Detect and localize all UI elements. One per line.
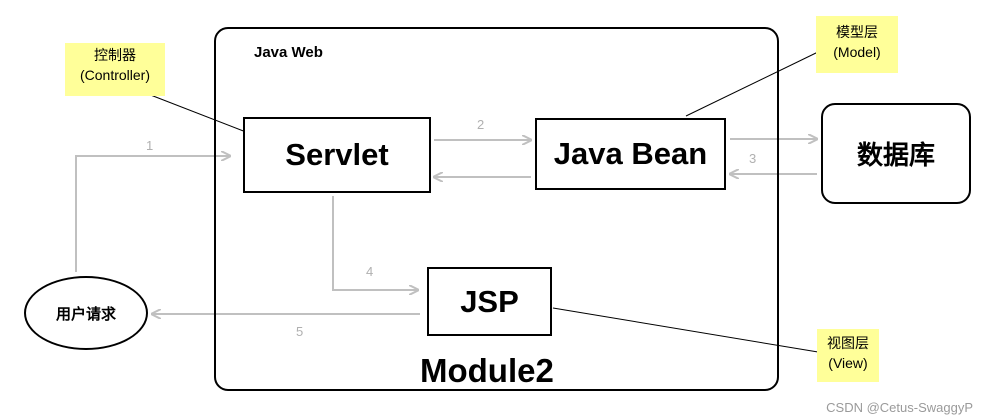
module-frame — [214, 27, 779, 391]
step-label-2: 2 — [477, 117, 485, 132]
view-note-line1: 视图层 — [827, 335, 869, 351]
view-note-line2: (View) — [828, 355, 868, 371]
jsp-label: JSP — [460, 283, 519, 319]
step-label-1: 1 — [146, 138, 154, 153]
watermark: CSDN @Cetus-SwaggyP — [826, 400, 973, 415]
view-note: 视图层 (View) — [817, 329, 879, 382]
controller-note-line2: (Controller) — [79, 67, 150, 83]
model-note-line1: 模型层 — [836, 24, 878, 40]
model-note: 模型层 (Model) — [816, 16, 898, 73]
database-label: 数据库 — [856, 140, 935, 170]
step-label-5: 5 — [296, 324, 304, 339]
step-label-3: 3 — [749, 151, 757, 166]
database-box: 数据库 — [821, 103, 971, 204]
module-title: Java Web — [254, 44, 323, 61]
step-label-4: 4 — [366, 264, 374, 279]
controller-note: 控制器 (Controller) — [65, 43, 165, 96]
servlet-box: Servlet — [243, 117, 431, 193]
user-request-label: 用户请求 — [55, 305, 116, 323]
model-note-line2: (Model) — [833, 44, 881, 60]
arrow-4-servlet-to-jsp — [332, 196, 418, 290]
module-name: Module2 — [420, 352, 554, 389]
javabean-box: Java Bean — [535, 118, 726, 190]
servlet-label: Servlet — [285, 137, 389, 172]
controller-leader-line — [147, 93, 247, 133]
view-leader-line — [552, 307, 819, 353]
model-leader-line — [685, 51, 819, 117]
javabean-label: Java Bean — [553, 136, 708, 171]
arrow-1-user-to-servlet — [75, 156, 230, 272]
user-request-node: 用户请求 — [24, 276, 148, 350]
jsp-box: JSP — [427, 267, 552, 336]
controller-note-line1: 控制器 — [94, 47, 136, 63]
